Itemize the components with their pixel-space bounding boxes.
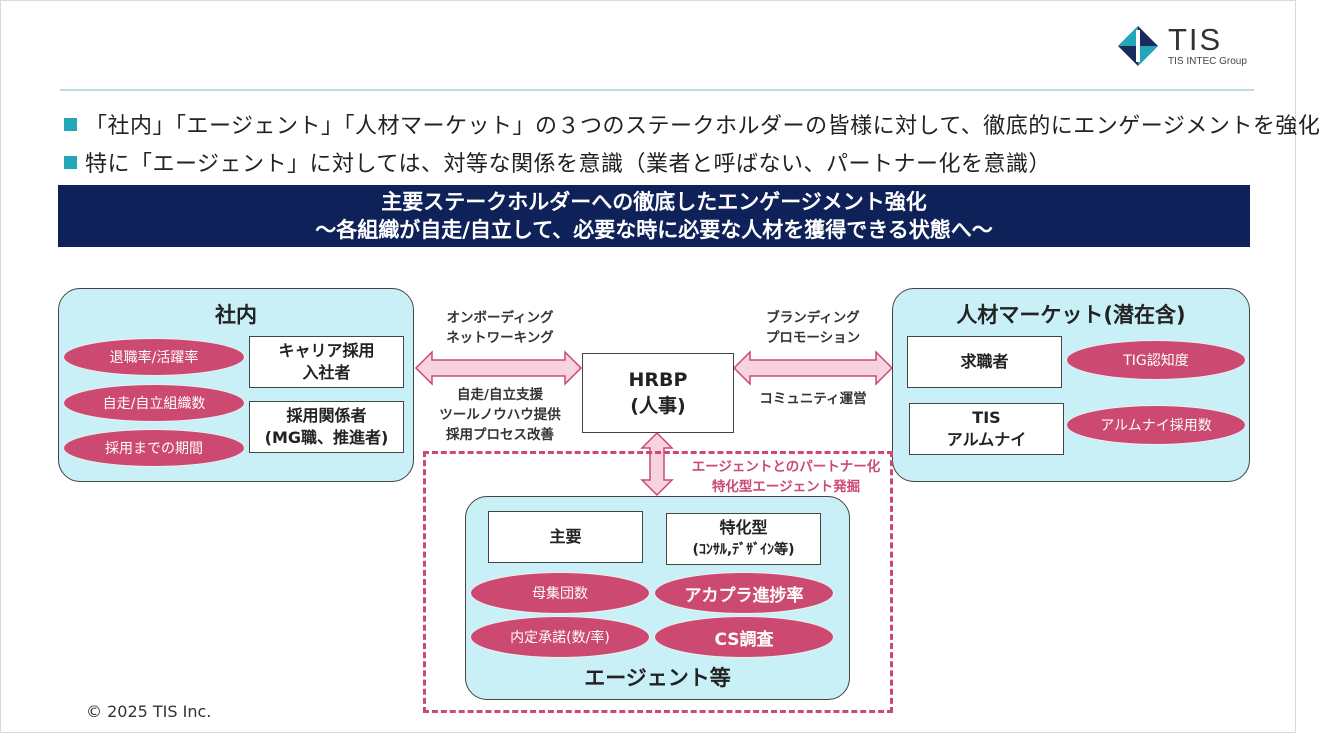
banner-line-2: ～各組織が自走/自立して、必要な時に必要な人材を獲得できる状態へ～ [315,218,993,242]
stakeholder-box: TIS アルムナイ [909,403,1064,455]
bullet-text: 「社内」「エージェント」「人材マーケット」の３つのステークホルダーの皆様に対して… [85,114,1320,139]
hrbp-name: HRBP [628,369,688,391]
bullet-square-icon [64,118,77,131]
partner-dashed-region [423,451,893,713]
box-line: 入社者 [302,363,351,382]
label-line: エージェントとのパートナー化 [691,459,881,475]
tis-logo: TIS TIS INTEC Group [1118,22,1258,74]
right-arrow-label-bottom: コミュニティ運営 [738,389,888,409]
kpi-pill: 母集団数 [470,572,650,614]
logo-group: TIS INTEC Group [1168,56,1247,67]
right-arrow-label-top: ブランディング プロモーション [738,308,888,348]
box-line: (MG職、推進者) [264,428,389,447]
label-line: ブランディング [766,310,860,326]
kpi-pill: 自走/自立組織数 [63,384,245,422]
logo-name: TIS [1168,22,1223,57]
tis-logo-mark-icon [1118,26,1158,66]
label-line: コミュニティ運営 [759,391,867,407]
box-line: TIS [972,408,1001,427]
hrbp-sub: (人事) [630,395,686,417]
slide-frame [0,0,1296,733]
box-line: キャリア採用 [278,341,375,360]
bullet-square-icon [64,156,77,169]
kpi-pill: TIG認知度 [1066,340,1246,380]
stakeholder-box: キャリア採用入社者 [249,336,404,388]
label-line: プロモーション [765,330,861,346]
box-line: 特化型 [719,518,768,537]
label-line: 特化型エージェント発掘 [711,479,861,495]
box-line: アルムナイ [946,430,1027,449]
stakeholder-box: 採用関係者 (MG職、推進者) [249,401,404,453]
kpi-pill: 内定承諾(数/率) [470,616,650,658]
bullet-text: 特に「エージェント」に対しては、対等な関係を意識（業者と呼ばない、パートナー化を… [85,152,1051,177]
partner-label: エージェントとのパートナー化 特化型エージェント発掘 [676,457,896,497]
bullet-2: 特に「エージェント」に対しては、対等な関係を意識（業者と呼ばない、パートナー化を… [64,146,1051,178]
agent-title: エージェント等 [584,666,731,690]
box-line: 採用関係者 [286,406,367,425]
internal-title: 社内 [215,303,257,327]
title-banner: 主要ステークホルダーへの徹底したエンゲージメント強化 ～各組織が自走/自立して、… [58,185,1250,247]
right-double-arrow [732,350,894,386]
label-line: ツールノウハウ提供 [439,407,561,423]
left-double-arrow [414,350,583,386]
stakeholder-box: 主要 [488,511,643,563]
left-arrow-label-top: オンボーディング ネットワーキング [425,308,575,348]
hrbp-box: HRBP (人事) [582,353,734,433]
header-divider [60,89,1254,91]
bullet-1: 「社内」「エージェント」「人材マーケット」の３つのステークホルダーの皆様に対して… [64,108,1320,140]
kpi-pill: アルムナイ採用数 [1066,405,1246,445]
box-line: 主要 [549,527,582,546]
kpi-pill: アカプラ進捗率 [654,572,834,614]
vertical-double-arrow [640,431,674,497]
stakeholder-box: 特化型 (ｺﾝｻﾙ,ﾃﾞｻﾞｲﾝ等) [666,513,821,565]
label-line: ネットワーキング [446,330,554,346]
label-line: 自走/自立支援 [457,387,543,403]
label-line: オンボーディング [446,310,554,326]
market-title: 人材マーケット(潜在含) [956,303,1186,327]
box-line: (ｺﾝｻﾙ,ﾃﾞｻﾞｲﾝ等) [692,542,795,558]
kpi-pill: 退職率/活躍率 [63,338,245,376]
label-line: 採用プロセス改善 [446,427,554,443]
kpi-pill: CS調査 [654,616,834,658]
copyright: © 2025 TIS Inc. [86,702,212,721]
banner-line-1: 主要ステークホルダーへの徹底したエンゲージメント強化 [381,190,927,214]
kpi-pill: 採用までの期間 [63,429,245,467]
box-line: 求職者 [960,352,1009,371]
left-arrow-label-bottom: 自走/自立支援 ツールノウハウ提供 採用プロセス改善 [425,385,575,445]
stakeholder-box: 求職者 [907,336,1062,388]
